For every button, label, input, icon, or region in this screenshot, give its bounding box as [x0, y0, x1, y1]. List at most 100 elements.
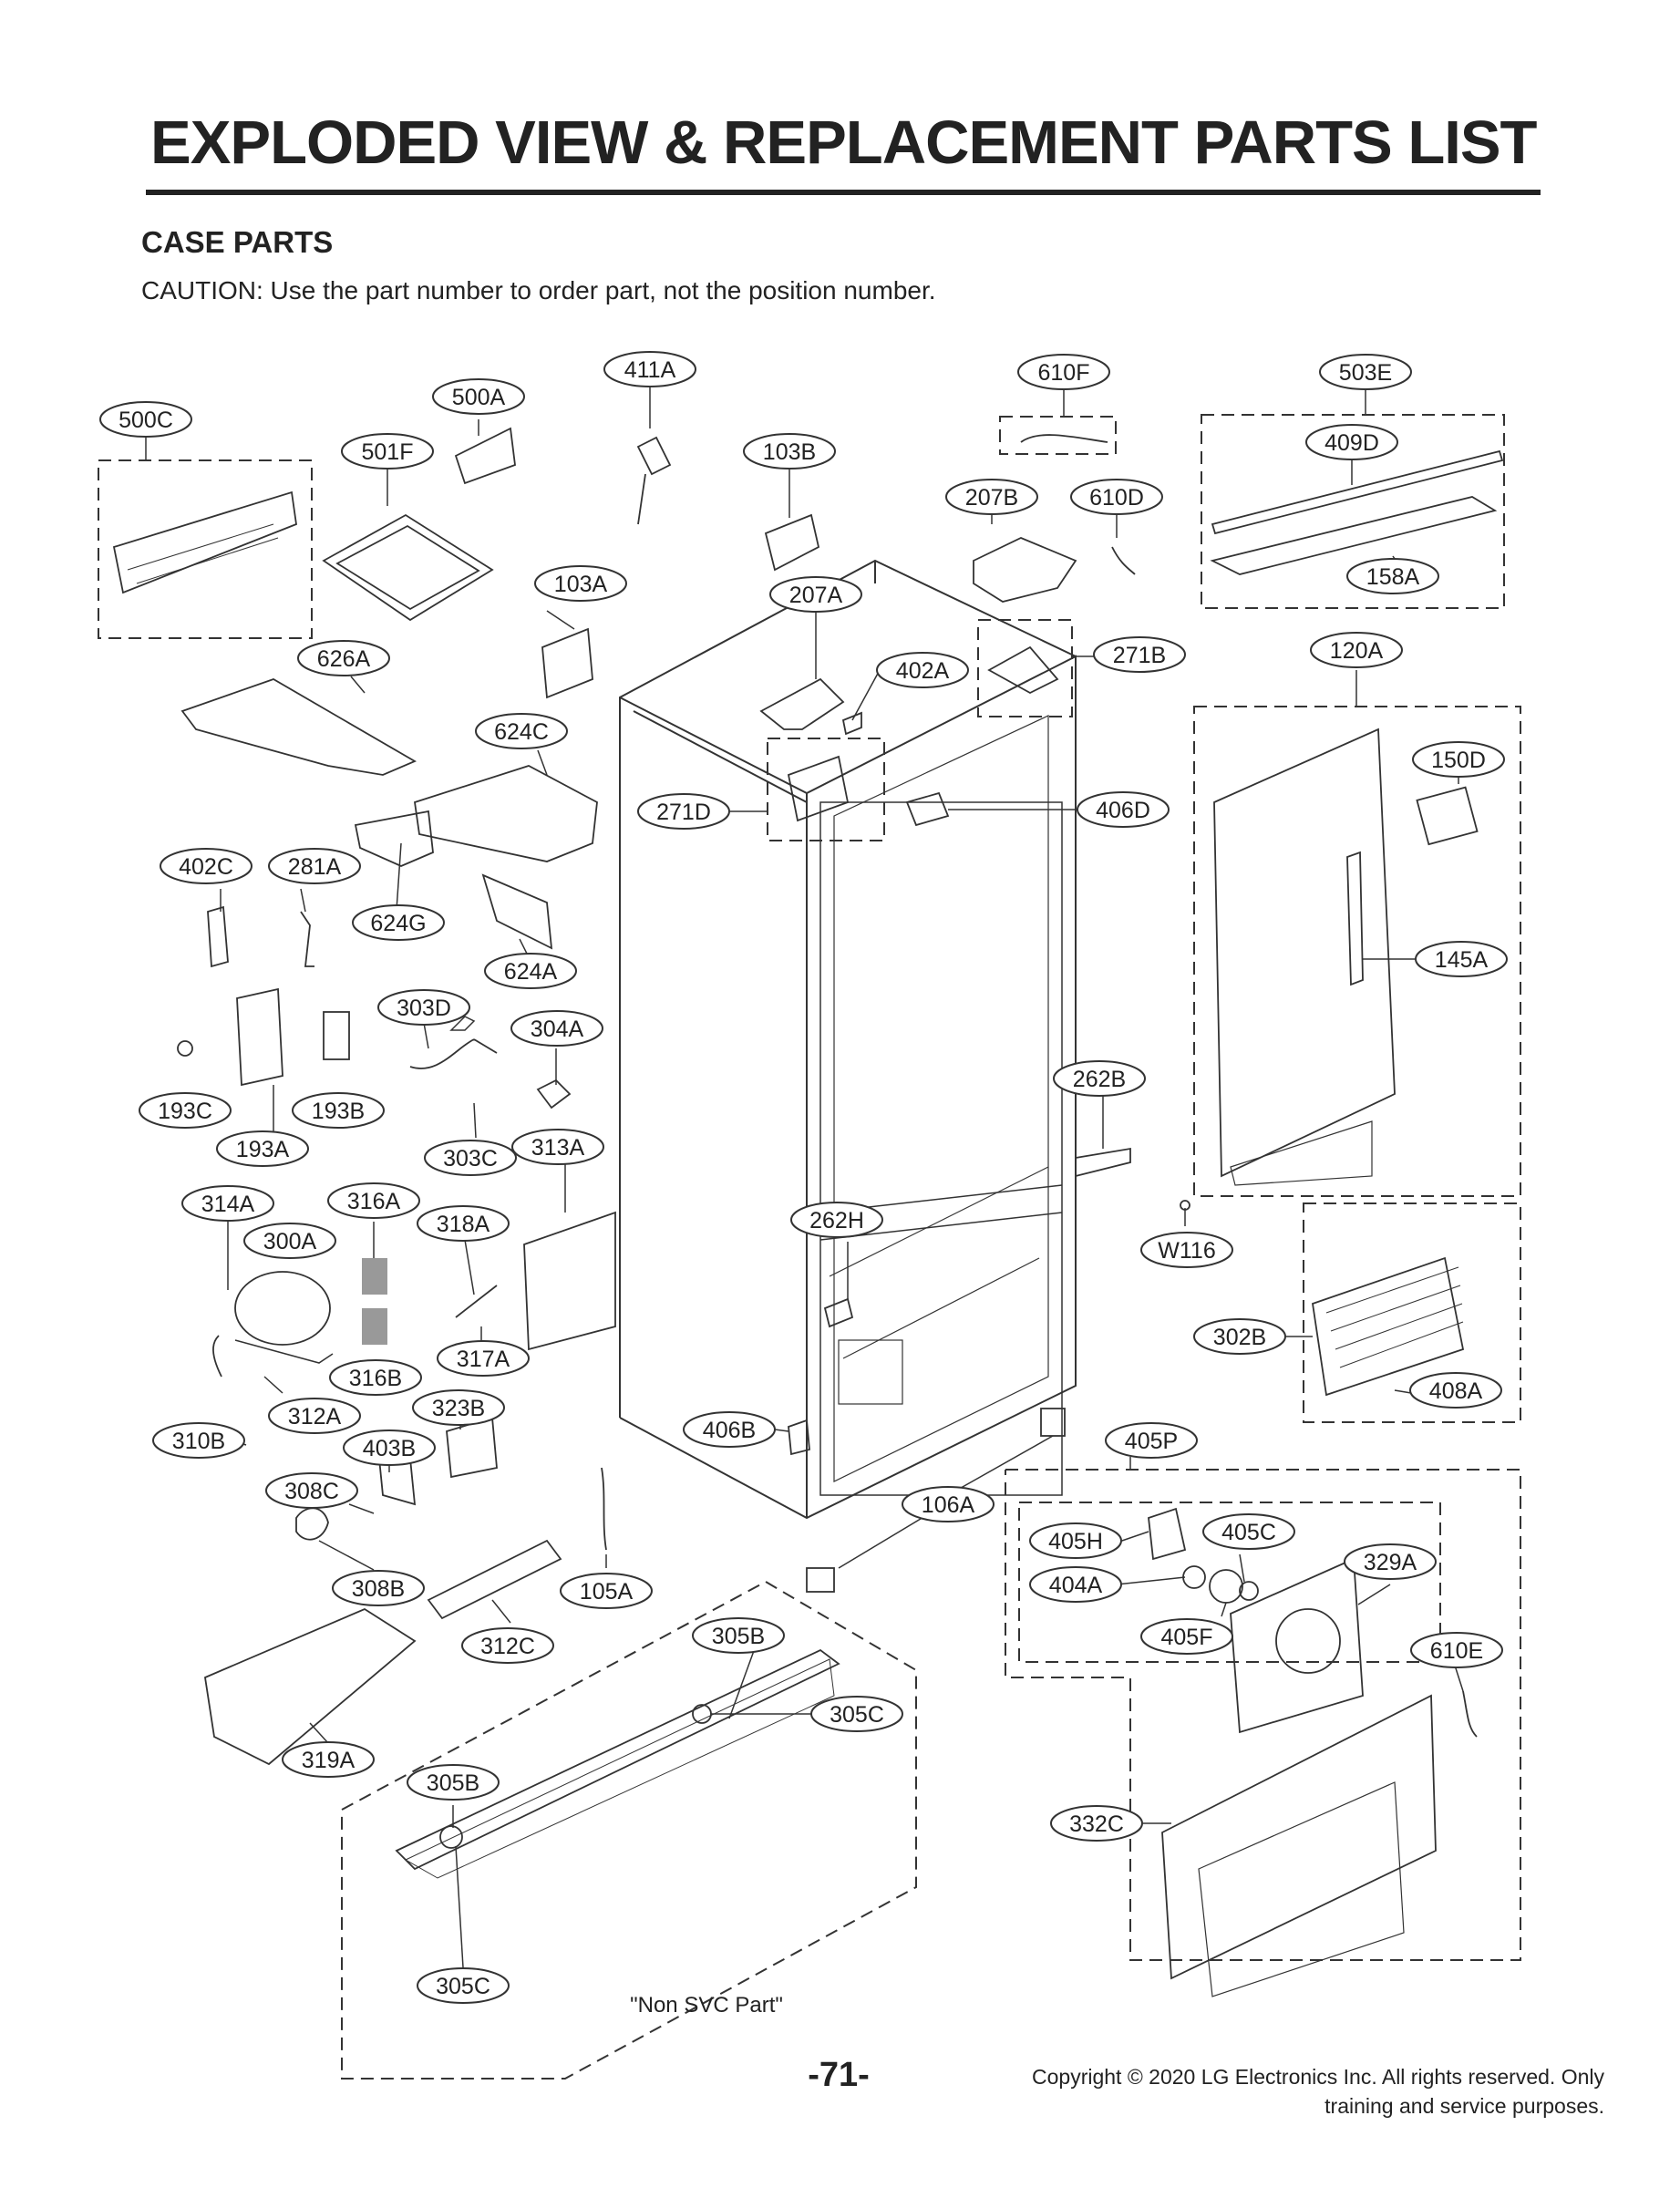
callout-label: 308B: [352, 1576, 405, 1602]
copyright-line-1: Copyright © 2020 LG Electronics Inc. All…: [1032, 2065, 1604, 2089]
callout-label: 403B: [363, 1436, 416, 1461]
callout-610e: 610E: [1410, 1632, 1503, 1668]
part-318A-sketch: [455, 1285, 498, 1318]
callout-329a: 329A: [1344, 1543, 1437, 1580]
callout-193b: 193B: [292, 1092, 385, 1129]
callout-label: 408A: [1429, 1378, 1483, 1404]
callout-label: 409D: [1324, 430, 1379, 456]
callout-624c: 624C: [475, 713, 568, 749]
callout-405f: 405F: [1140, 1618, 1233, 1655]
callout-label: 305B: [427, 1770, 479, 1796]
callout-label: 316B: [349, 1366, 402, 1391]
callout-405c: 405C: [1202, 1513, 1295, 1550]
callout-label: 503E: [1339, 360, 1392, 386]
callout-316b: 316B: [329, 1359, 422, 1396]
group-box-271B: [977, 619, 1073, 717]
callout-label: 610E: [1430, 1638, 1483, 1664]
group-box-610F: [999, 416, 1117, 455]
callout-308b: 308B: [332, 1570, 425, 1606]
callout-label: 303C: [443, 1146, 498, 1171]
callout-411a: 411A: [603, 351, 696, 387]
callout-label: W116: [1158, 1238, 1215, 1264]
callout-label: 405F: [1161, 1625, 1213, 1650]
callout-label: 405P: [1125, 1429, 1178, 1454]
callout-300a: 300A: [243, 1223, 336, 1259]
callout-262b: 262B: [1053, 1060, 1146, 1097]
part-319A-sketch: [204, 1607, 417, 1766]
callout-314a: 314A: [181, 1185, 274, 1222]
callout-label: 624A: [504, 959, 558, 985]
part-312C-sketch: [427, 1539, 562, 1620]
part-158A-sketch: [1210, 496, 1498, 575]
callout-label: 329A: [1364, 1550, 1417, 1575]
callout-303d: 303D: [377, 989, 470, 1026]
part-305C-sketch: [439, 1825, 463, 1849]
callout-label: 193A: [236, 1137, 290, 1162]
callout-207b: 207B: [945, 479, 1038, 515]
callout-158a: 158A: [1346, 558, 1439, 594]
group-box-405P: [1005, 1469, 1521, 1961]
page-title: EXPLODED VIEW & REPLACEMENT PARTS LIST: [150, 108, 1537, 177]
part-624C-sketch: [414, 765, 598, 862]
callout-label: 406D: [1096, 798, 1150, 823]
callout-120a: 120A: [1310, 632, 1403, 668]
callout-405p: 405P: [1105, 1422, 1198, 1459]
part-624A-sketch: [481, 873, 553, 950]
callout-label: 310B: [172, 1429, 225, 1454]
part-404A-sketch: [1182, 1565, 1206, 1589]
part-305B-sketch: [692, 1704, 712, 1724]
part-313A-sketch: [523, 1211, 616, 1351]
part-308C-sketch: [295, 1507, 329, 1541]
callout-label: 404A: [1049, 1573, 1103, 1598]
callout-500a: 500A: [432, 378, 525, 415]
callout-103b: 103B: [743, 433, 836, 470]
callout-105a: 105A: [560, 1573, 653, 1609]
callout-271d: 271D: [637, 793, 730, 830]
callout-305c_1: 305C: [810, 1696, 903, 1732]
callout-313a: 313A: [511, 1129, 604, 1165]
part-610D-sketch: [1111, 546, 1136, 575]
part-271D-sketch: [787, 755, 850, 822]
part-610E-sketch: [1462, 1690, 1478, 1738]
callout-193c: 193C: [139, 1092, 232, 1129]
callout-317a: 317A: [437, 1340, 530, 1377]
non-svc-part-note: "Non SVC Part": [630, 1993, 783, 2018]
callout-150d: 150D: [1412, 741, 1505, 778]
part-120A-sketch: [1213, 728, 1396, 1178]
callout-label: 626A: [317, 646, 371, 672]
part-262B-sketch: [1075, 1147, 1131, 1178]
part-310B-sketch: [212, 1335, 222, 1378]
callout-label: 105A: [580, 1579, 634, 1605]
callout-label: 281A: [288, 854, 342, 880]
part-106A-leg-sketch: [1040, 1408, 1066, 1437]
part-624G-sketch: [354, 810, 434, 867]
callout-312a: 312A: [268, 1398, 361, 1434]
part-281A-sketch: [300, 911, 314, 967]
group-box-503E: [1201, 414, 1505, 609]
group-boxes: [98, 414, 1521, 2080]
callout-106a: 106A: [902, 1486, 995, 1522]
part-145A-sketch: [1346, 851, 1364, 986]
callout-310b: 310B: [152, 1422, 245, 1459]
title-underline: [146, 190, 1541, 195]
callout-308c: 308C: [265, 1472, 358, 1509]
part-193A-sketch: [236, 987, 283, 1087]
callout-label: 158A: [1366, 564, 1420, 590]
refrigerator-cabinet: [619, 559, 1077, 1520]
group-box-405H: [1018, 1502, 1441, 1663]
callout-319a: 319A: [282, 1741, 375, 1778]
part-262H-sketch: [823, 1297, 854, 1328]
part-193B-sketch: [323, 1011, 350, 1060]
part-409D-sketch: [1211, 449, 1504, 535]
callout-318a: 318A: [417, 1205, 510, 1242]
callout-w116: W116: [1140, 1232, 1233, 1268]
group-box-302B: [1303, 1202, 1521, 1423]
part-405H-sketch: [1148, 1507, 1187, 1561]
callout-303c: 303C: [424, 1140, 517, 1176]
callout-label: 405C: [1221, 1520, 1276, 1545]
part-610F-sketch: [1020, 434, 1108, 443]
callout-label: 305C: [436, 1974, 490, 1999]
part-501F-sketch: [322, 513, 494, 622]
part-402A-sketch: [841, 711, 862, 736]
